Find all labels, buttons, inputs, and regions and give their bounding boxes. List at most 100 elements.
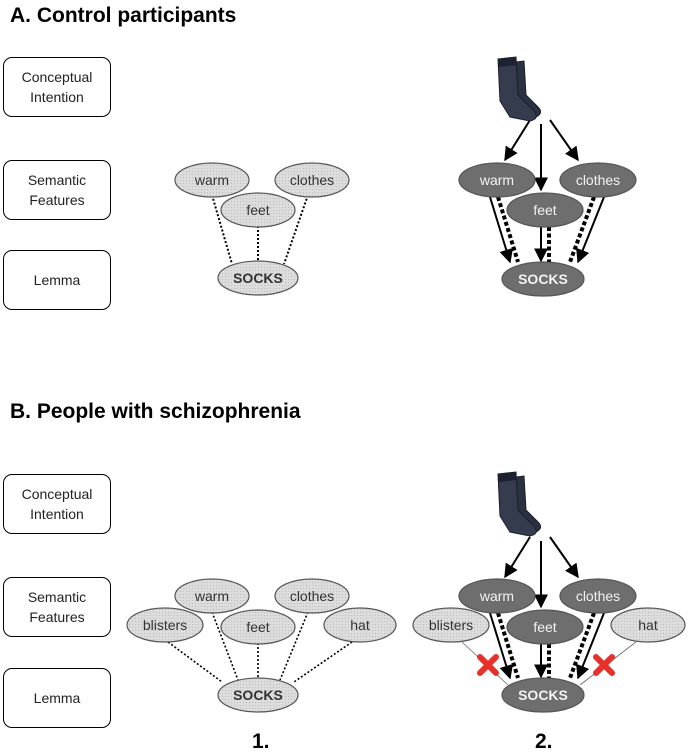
sock-icon-b2-cuff: [498, 472, 516, 482]
node-feet-a1-label: feet: [246, 202, 269, 218]
x-mark-icon-blisters-stroke-2: [477, 654, 499, 676]
node-socks-a2-shape: [501, 261, 585, 297]
node-warm-a1-shape: [174, 162, 250, 198]
node-warm-b1: warm: [174, 578, 250, 614]
node-clothes-b2-label: clothes: [576, 588, 620, 604]
arrow-concept-clothes-a2: [549, 119, 579, 162]
node-clothes-a2-label: clothes: [576, 172, 620, 188]
node-warm-a2-shape: [458, 162, 536, 198]
node-socks-a1-shape: [217, 260, 299, 296]
level-box-lemma-b: Lemma: [3, 668, 111, 728]
node-clothes-b1: clothes: [274, 578, 350, 614]
thick-dots-clothes-socks-a2: [568, 196, 596, 263]
node-warm-b2-shape: [458, 578, 536, 614]
node-warm-a2: warm: [458, 162, 536, 198]
node-warm-b1-label: warm: [194, 588, 229, 604]
node-clothes-a1: clothes: [274, 162, 350, 198]
arrow-warm-socks-a2: [489, 196, 513, 264]
node-warm-a2-label: warm: [479, 172, 514, 188]
node-warm-b2: warm: [458, 578, 536, 614]
arrow-warm-socks-b2: [489, 612, 513, 680]
level-label: Lemma: [33, 272, 81, 288]
level-label: Conceptual Intention: [21, 69, 93, 105]
node-feet-a2-shape: [506, 192, 584, 228]
panel-label-2: 2.: [535, 730, 553, 753]
node-feet-b2: feet: [506, 609, 584, 645]
sock-icon-a2: [497, 56, 542, 122]
arrow-clothes-socks-a2: [576, 196, 605, 264]
node-warm-a1: warm: [174, 162, 250, 198]
node-socks-b1-label: SOCKS: [233, 687, 283, 703]
node-socks-a1: SOCKS: [217, 260, 299, 296]
node-socks-b1: SOCKS: [217, 677, 299, 713]
node-socks-b2-label: SOCKS: [518, 687, 568, 703]
arrow-concept-clothes-b2: [549, 536, 579, 579]
edge-clothes-socks-a1: [283, 194, 309, 265]
node-feet-b1-shape: [220, 609, 296, 645]
level-box-semantic-a: Semantic Features: [3, 160, 111, 220]
edge-hat-socks-b1: [293, 641, 353, 683]
node-hat-b2: hat: [610, 607, 686, 643]
level-label: Semantic Features: [27, 172, 87, 208]
x-mark-icon-hat: [593, 654, 615, 676]
node-clothes-a1-label: clothes: [290, 172, 334, 188]
node-socks-b2: SOCKS: [501, 677, 585, 713]
node-clothes-a2-shape: [559, 162, 637, 198]
x-mark-icon-blisters: [477, 654, 499, 676]
level-box-conceptual-a: Conceptual Intention: [3, 57, 111, 117]
node-hat-b2-label: hat: [638, 617, 658, 633]
arrow-concept-warm-b2: [504, 536, 531, 579]
sock-icon-b2: [497, 471, 542, 537]
edge-warm-socks-b1: [211, 611, 239, 681]
node-feet-b2-label: feet: [533, 619, 556, 635]
node-feet-a1-shape: [220, 192, 296, 228]
node-socks-a2: SOCKS: [501, 261, 585, 297]
panel-label-1: 1.: [252, 730, 270, 753]
node-clothes-a1-shape: [274, 162, 350, 198]
edge-clothes-socks-b1: [279, 611, 309, 681]
thick-dots-warm-socks-a2: [496, 196, 520, 263]
node-blisters-b2-label: blisters: [429, 617, 473, 633]
node-feet-a2: feet: [506, 192, 584, 228]
node-warm-b1-shape: [174, 578, 250, 614]
arrow-concept-warm-a2: [504, 119, 531, 162]
thick-dots-clothes-socks-b2: [568, 612, 596, 679]
node-blisters-b1-label: blisters: [143, 617, 187, 633]
node-blisters-b1: blisters: [126, 607, 204, 643]
sock-icon-a2-front: [497, 56, 537, 122]
level-box-lemma-a: Lemma: [3, 250, 111, 310]
level-label: Conceptual Intention: [21, 486, 93, 522]
node-feet-b2-shape: [506, 609, 584, 645]
node-blisters-b2-shape: [412, 607, 490, 643]
node-clothes-b1-shape: [274, 578, 350, 614]
node-clothes-a2: clothes: [559, 162, 637, 198]
x-mark-icon-hat-stroke-2: [593, 654, 615, 676]
level-label: Semantic Features: [27, 589, 87, 625]
node-socks-b2-shape: [501, 677, 585, 713]
node-hat-b1-label: hat: [350, 617, 370, 633]
level-box-semantic-b: Semantic Features: [3, 577, 111, 637]
node-hat-b2-shape: [610, 607, 686, 643]
node-warm-b2-label: warm: [479, 588, 514, 604]
node-feet-b1-label: feet: [246, 619, 269, 635]
arrow-clothes-socks-b2: [576, 612, 605, 680]
section-a-title: A. Control participants: [10, 4, 237, 27]
section-b-title: B. People with schizophrenia: [10, 400, 301, 423]
node-clothes-b2: clothes: [559, 578, 637, 614]
node-socks-b1-shape: [217, 677, 299, 713]
thick-dots-warm-socks-b2: [496, 612, 520, 679]
node-clothes-b2-shape: [559, 578, 637, 614]
node-warm-a1-label: warm: [194, 172, 229, 188]
level-box-conceptual-b: Conceptual Intention: [3, 474, 111, 534]
node-clothes-b1-label: clothes: [290, 588, 334, 604]
node-feet-a2-label: feet: [533, 202, 556, 218]
node-hat-b1: hat: [323, 607, 397, 643]
node-feet-b1: feet: [220, 609, 296, 645]
node-blisters-b2: blisters: [412, 607, 490, 643]
node-hat-b1-shape: [323, 607, 397, 643]
node-socks-a1-label: SOCKS: [233, 270, 283, 286]
edge-blisters-socks-b1: [167, 641, 223, 683]
sock-icon-a2-cuff: [498, 57, 516, 67]
node-feet-a1: feet: [220, 192, 296, 228]
